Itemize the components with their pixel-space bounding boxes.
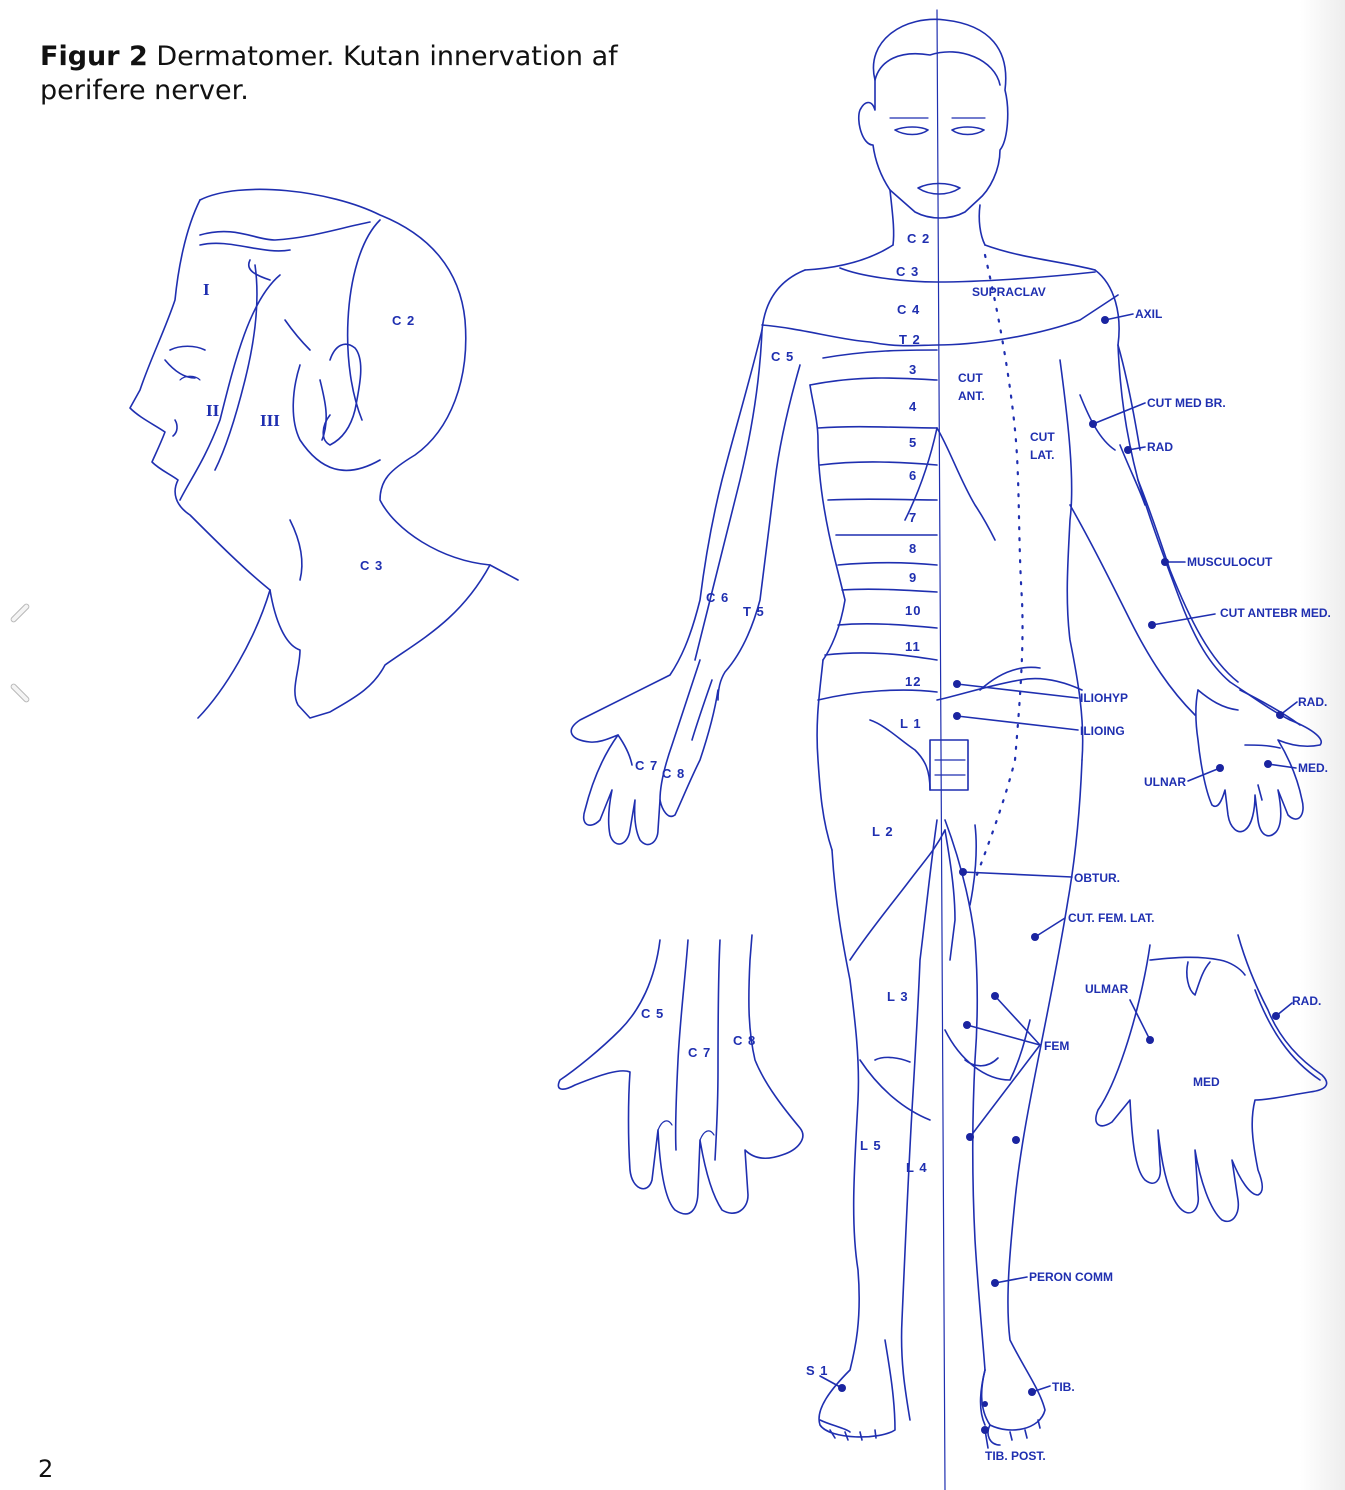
- region-cut-ant-2: ANT.: [958, 389, 985, 403]
- nerve-axil: AXIL: [1135, 307, 1162, 321]
- dermatome-c5-arm: C 5: [771, 349, 794, 364]
- dermatome-5: 5: [909, 435, 917, 450]
- nerve-ulnar-hand: ULNAR: [1144, 775, 1186, 789]
- nerve-tib-post: TIB. POST.: [985, 1449, 1046, 1463]
- nerve-musculocut: MUSCULOCUT: [1187, 555, 1273, 569]
- dermatome-8: 8: [909, 541, 917, 556]
- nerve-labels: AXIL CUT MED BR. RAD MUSCULOCUT CUT ANTE…: [953, 307, 1331, 1463]
- nerve-peron-comm: PERON COMM: [1029, 1270, 1113, 1284]
- dermatome-7: 7: [909, 510, 917, 525]
- nerve-cut-med-br: CUT MED BR.: [1147, 396, 1226, 410]
- hand-right-label-rad: RAD.: [1292, 994, 1321, 1008]
- dermatome-t5-arm: T 5: [743, 604, 765, 619]
- head-label-ii: II: [206, 401, 220, 420]
- dermatome-l2: L 2: [872, 824, 894, 839]
- nerve-supraclav: SUPRACLAV: [972, 285, 1046, 299]
- nerve-iliohyp: ILIOHYP: [1080, 691, 1128, 705]
- dermatome-11: 11: [905, 639, 921, 654]
- nerve-rad-hand: RAD.: [1298, 695, 1327, 709]
- dermatome-9: 9: [909, 570, 917, 585]
- head-profile-drawing: I II III C 2 C 3: [130, 189, 518, 718]
- nerve-ilioing: ILIOING: [1080, 724, 1125, 738]
- nerve-tib: TIB.: [1052, 1380, 1075, 1394]
- dermatome-6: 6: [909, 468, 917, 483]
- hand-right-label-med: MED: [1193, 1075, 1220, 1089]
- dermatome-l4: L 4: [906, 1160, 928, 1175]
- dermatome-c7-hand: C 7: [635, 758, 658, 773]
- hand-left-label-c7: C 7: [688, 1045, 711, 1060]
- region-cut-lat-1: CUT: [1030, 430, 1055, 444]
- region-cut-ant-1: CUT: [958, 371, 983, 385]
- dermatome-l3: L 3: [887, 989, 909, 1004]
- nerve-rad-arm: RAD: [1147, 440, 1173, 454]
- dermatome-c6-arm: C 6: [706, 590, 729, 605]
- page-number: 2: [38, 1455, 53, 1483]
- dermatome-10: 10: [905, 603, 921, 618]
- body-midline: [937, 10, 945, 1490]
- nerve-cut-fem-lat: CUT. FEM. LAT.: [1068, 911, 1154, 925]
- dermatome-l1: L 1: [900, 716, 922, 731]
- head-label-c3: C 3: [360, 558, 383, 573]
- region-cut-lat-2: LAT.: [1030, 448, 1054, 462]
- dermatome-3: 3: [909, 362, 917, 377]
- nerve-fem: FEM: [1044, 1039, 1069, 1053]
- head-label-c2: C 2: [392, 313, 415, 328]
- nerve-cut-antebr-med: CUT ANTEBR MED.: [1220, 606, 1331, 620]
- head-label-i: I: [203, 280, 210, 299]
- dermatome-4: 4: [909, 399, 917, 414]
- dermatome-12: 12: [905, 674, 921, 689]
- region-labels: CUT ANT. CUT LAT. SUPRACLAV: [958, 285, 1055, 462]
- hand-right-label-ulmar: ULMAR: [1085, 982, 1129, 996]
- head-label-iii: III: [260, 411, 280, 430]
- dermatome-t2: T 2: [899, 332, 921, 347]
- dermatome-c8-hand: C 8: [662, 766, 685, 781]
- right-hand-drawing: ULMAR RAD. MED: [1085, 935, 1327, 1221]
- dermatome-labels: C 2 C 3 C 4 T 2 3 4 5 6 7 8 9 10 11 12 L…: [635, 231, 930, 1392]
- left-hand-drawing: C 5 C 7 C 8: [558, 935, 802, 1214]
- dermatome-c4: C 4: [897, 302, 920, 317]
- body-front-drawing: [571, 10, 1321, 1490]
- dermatome-c2: C 2: [907, 231, 930, 246]
- nerve-med-hand: MED.: [1298, 761, 1328, 775]
- dermatome-c3: C 3: [896, 264, 919, 279]
- nerve-obtur: OBTUR.: [1074, 871, 1120, 885]
- dermatome-s1: S 1: [806, 1363, 829, 1378]
- dermatome-l5: L 5: [860, 1138, 882, 1153]
- hand-left-label-c8: C 8: [733, 1033, 756, 1048]
- hand-left-label-c5: C 5: [641, 1006, 664, 1021]
